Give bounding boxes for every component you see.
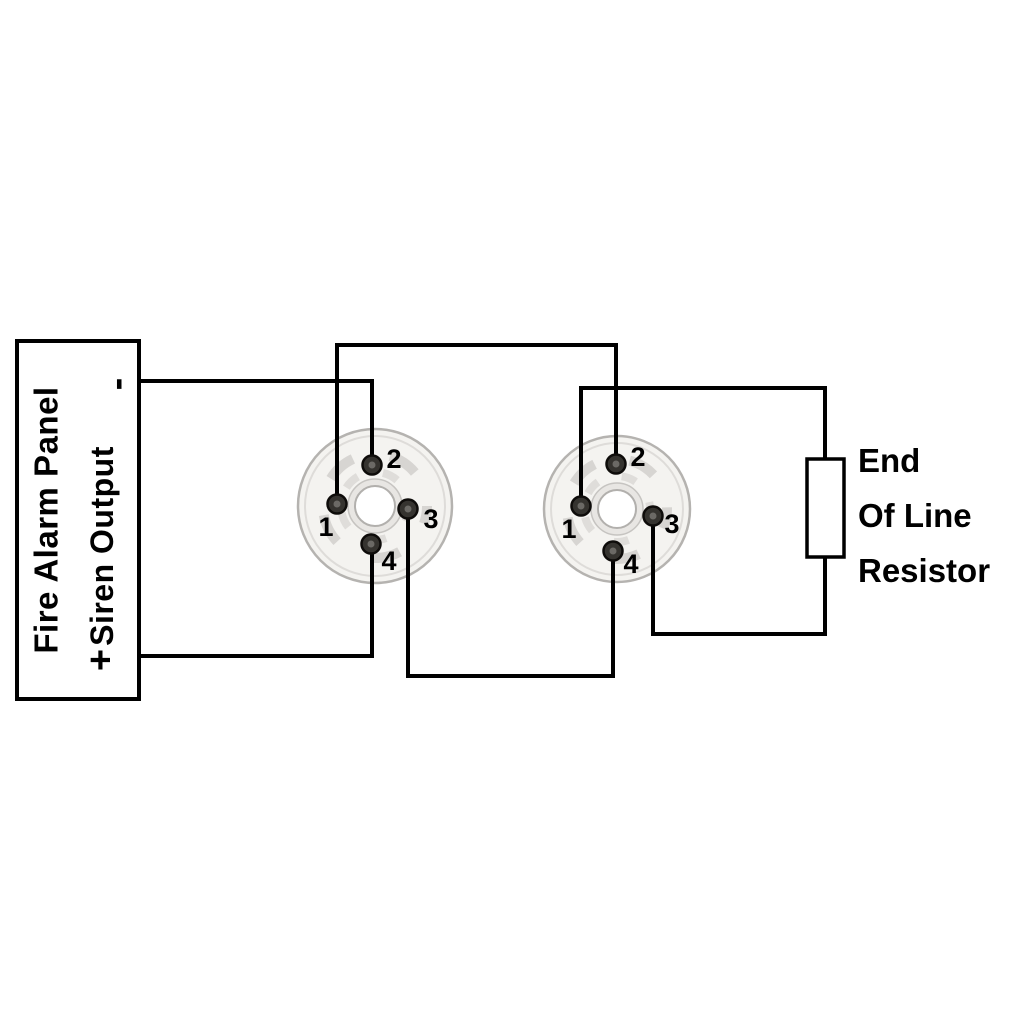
terminal-screw-3: 3 bbox=[642, 505, 680, 539]
terminal-screw-2: 2 bbox=[605, 442, 646, 475]
terminal-label: 4 bbox=[623, 549, 638, 579]
base-detail-ring bbox=[318, 449, 432, 563]
resistor-body bbox=[805, 457, 846, 559]
terminal-screw-2: 2 bbox=[361, 444, 402, 476]
wire-base1-terminal1-to-base2-terminal2 bbox=[335, 343, 618, 506]
eol-label-line3: Resistor bbox=[858, 552, 990, 589]
panel-title: Fire Alarm Panel bbox=[28, 386, 65, 653]
base2-terminals: 1 2 3 4 bbox=[561, 442, 679, 579]
wire-base2-terminal3-to-resistor-bottom bbox=[651, 514, 827, 636]
terminal-label: 4 bbox=[381, 546, 396, 576]
eol-resistor bbox=[805, 457, 846, 559]
eol-label-line1: End bbox=[858, 442, 920, 479]
base-inner-ring bbox=[304, 435, 446, 577]
terminal-label: 3 bbox=[423, 504, 438, 534]
terminal-label: 2 bbox=[630, 442, 645, 472]
base1-terminals: 1 2 3 4 bbox=[318, 444, 438, 576]
base-center-hole bbox=[354, 485, 396, 527]
panel-plus-sign: + bbox=[80, 649, 122, 671]
terminal-screw-4: 4 bbox=[602, 540, 639, 579]
terminal-label: 3 bbox=[664, 509, 679, 539]
base-center-hole bbox=[597, 489, 637, 529]
terminal-label: 2 bbox=[386, 444, 401, 474]
eol-resistor-label: End Of Line Resistor bbox=[858, 442, 990, 589]
panel-box bbox=[15, 339, 141, 701]
panel-minus-sign: - bbox=[96, 378, 138, 391]
terminal-screw-4: 4 bbox=[360, 533, 397, 576]
fire-alarm-panel: Fire Alarm Panel Siren Output + - bbox=[15, 339, 141, 701]
terminal-label: 1 bbox=[561, 514, 576, 544]
terminal-label: 1 bbox=[318, 512, 333, 542]
wire-panel-negative-to-base1-terminal2 bbox=[138, 379, 374, 467]
terminal-screw-3: 3 bbox=[397, 498, 439, 534]
panel-output-label: Siren Output bbox=[84, 446, 120, 646]
wire-base2-terminal1-to-resistor-top bbox=[579, 386, 827, 508]
wire-base1-terminal3-to-base2-terminal4 bbox=[406, 507, 615, 678]
terminal-screw-1: 1 bbox=[561, 495, 592, 544]
eol-label-line2: Of Line bbox=[858, 497, 972, 534]
terminal-screw-1: 1 bbox=[318, 493, 348, 542]
wire-panel-positive-to-base1-terminal4 bbox=[138, 542, 374, 658]
